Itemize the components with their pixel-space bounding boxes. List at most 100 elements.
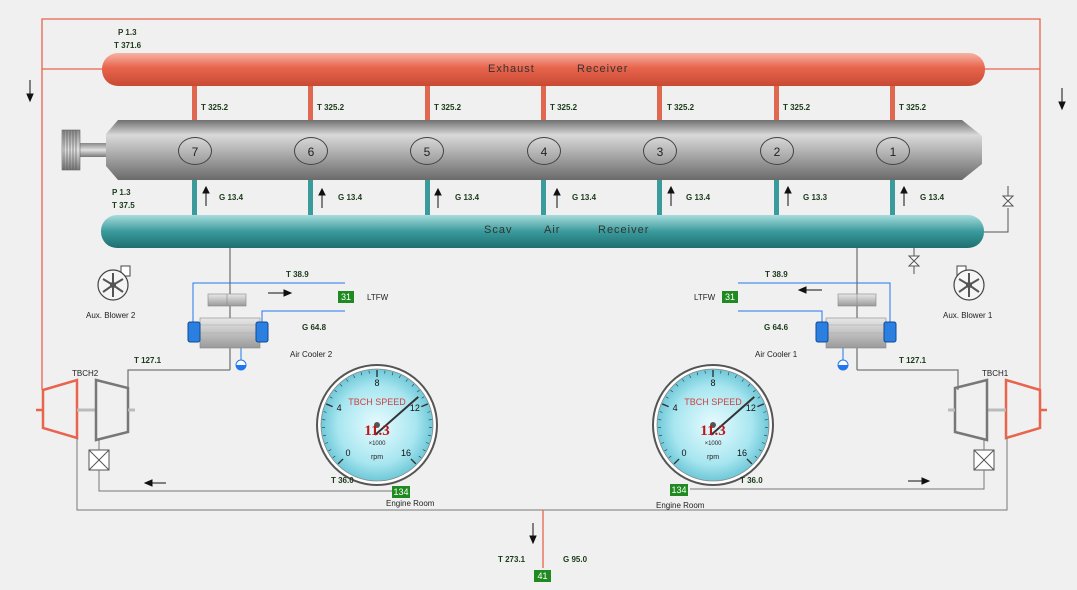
cylinder-number: 5	[423, 145, 431, 159]
scav-flow-cyl-2: G 13.3	[803, 193, 828, 202]
gauge-tick-label: 4	[672, 403, 678, 414]
scav-pressure: P 1.3	[112, 188, 131, 197]
cylinder-number: 3	[656, 145, 664, 159]
exhaust-temp-cyl-6: T 325.2	[317, 103, 345, 112]
air-cooler-1	[815, 293, 897, 371]
flow-arrows-down	[26, 80, 1066, 545]
intake-and-outlet-pipes	[76, 438, 1008, 511]
cylinder-number: 6	[307, 145, 315, 159]
gauge-tick-label: 0	[345, 447, 351, 458]
gauge-unit: rpm	[706, 454, 720, 461]
gauge-title: TBCH SPEED	[684, 397, 742, 407]
gauge-tick-label: 12	[409, 403, 420, 414]
exhaust-temp-cyl-7: T 325.2	[201, 103, 229, 112]
tbch-speed-gauge-right	[652, 364, 774, 486]
exhaust-receiver	[102, 53, 985, 86]
gauge-tick-label: 4	[336, 403, 342, 414]
cylinder-4[interactable]: 4	[527, 137, 561, 165]
cylinder-2[interactable]: 2	[760, 137, 794, 165]
air-cooler-2-label: Air Cooler 2	[290, 350, 333, 359]
scav-flow-arrows	[202, 185, 908, 208]
engine-room-left-temperature: T 36.0	[331, 476, 354, 485]
ltfw-right-label: LTFW	[694, 293, 716, 302]
scav-flow-cyl-6: G 13.4	[338, 193, 363, 202]
exhaust-receiver-label: Exhaust	[488, 63, 535, 75]
cylinder-6[interactable]: 6	[294, 137, 328, 165]
cylinder-number: 4	[540, 145, 548, 159]
scav-receiver-label-3: Receiver	[598, 224, 650, 236]
aux-blower-1-icon	[953, 265, 985, 301]
scav-flow-cyl-3: G 13.4	[686, 193, 711, 202]
outlet-temperature: T 273.1	[498, 555, 526, 564]
cylinder-number: 2	[773, 145, 781, 159]
exhaust-temperature: T 371.6	[114, 41, 142, 50]
cylinder-3[interactable]: 3	[643, 137, 677, 165]
scav-receiver-label-2: Air	[544, 224, 561, 236]
gauge-tick-label: 8	[710, 378, 716, 388]
gauge-needle	[374, 396, 419, 436]
gauge-tick-label: 12	[745, 403, 756, 414]
air-cooler-2-flow: G 64.8	[302, 323, 327, 332]
cylinder-number: 7	[191, 145, 199, 159]
exhaust-risers	[192, 86, 895, 122]
tbch2-label: TBCH2	[72, 369, 99, 378]
exhaust-pressure: P 1.3	[118, 28, 137, 37]
scav-risers	[192, 180, 895, 217]
exhaust-temp-cyl-5: T 325.2	[434, 103, 462, 112]
air-cooler-2	[187, 293, 269, 371]
cylinder-5[interactable]: 5	[410, 137, 444, 165]
scav-flow-cyl-5: G 13.4	[455, 193, 480, 202]
scav-flow-cyl-1: G 13.4	[920, 193, 945, 202]
exhaust-outer-line	[41, 18, 1041, 390]
outlet-value: 41	[534, 570, 551, 582]
gauge-unit: rpm	[370, 454, 384, 461]
gauge-needle	[710, 396, 755, 436]
gauge-tick-label: 16	[736, 447, 747, 458]
scav-flow-cyl-7: G 13.4	[219, 193, 244, 202]
exhaust-temp-cyl-2: T 325.2	[783, 103, 811, 112]
cylinder-number: 1	[889, 145, 897, 159]
gauge-value: 11.3	[700, 423, 726, 439]
scav-receiver-label: Scav	[484, 224, 513, 236]
ltfw-left-value: 31	[338, 291, 354, 303]
engine-room-right-value: 134	[670, 484, 688, 496]
engine-room-right-label: Engine Room	[656, 501, 705, 510]
turbocharger-1	[948, 378, 1047, 442]
air-filter-2	[88, 449, 110, 471]
exhaust-temp-cyl-4: T 325.2	[550, 103, 578, 112]
engine-room-left-label: Engine Room	[386, 499, 435, 508]
tbch-speed-gauge-left	[316, 364, 438, 486]
aux-blower-2-label: Aux. Blower 2	[86, 311, 136, 320]
cylinder-1[interactable]: 1	[876, 137, 910, 165]
air-cooler-1-temperature: T 38.9	[765, 270, 788, 279]
tbch1-label: TBCH1	[982, 369, 1009, 378]
gauge-title: TBCH SPEED	[348, 397, 406, 407]
ltfw-right-value: 31	[722, 291, 738, 303]
scav-flow-cyl-4: G 13.4	[572, 193, 597, 202]
air-cooler-1-flow: G 64.6	[764, 323, 789, 332]
engine-room-right-temperature: T 36.0	[740, 476, 763, 485]
aux-blower-1-label: Aux. Blower 1	[943, 311, 993, 320]
aux-blower-2-icon	[97, 265, 131, 301]
tbch2-temperature: T 127.1	[134, 356, 162, 365]
cylinder-7[interactable]: 7	[178, 137, 212, 165]
gauge-scale: ×1000	[368, 441, 386, 447]
gauge-tick-label: 8	[374, 378, 380, 388]
air-cooler-1-label: Air Cooler 1	[755, 350, 798, 359]
scav-temperature: T 37.5	[112, 201, 135, 210]
scav-air-receiver	[101, 215, 984, 248]
drain-valve	[907, 248, 921, 274]
tbch1-temperature: T 127.1	[899, 356, 927, 365]
exhaust-temp-cyl-3: T 325.2	[667, 103, 695, 112]
scav-relief-valve	[984, 186, 1015, 233]
gauge-scale: ×1000	[704, 441, 722, 447]
turbocharger-2	[36, 378, 135, 442]
exhaust-receiver-label-2: Receiver	[577, 63, 629, 75]
exhaust-temp-cyl-1: T 325.2	[899, 103, 927, 112]
gauge-tick-label: 16	[400, 447, 411, 458]
outlet-flow: G 95.0	[563, 555, 588, 564]
air-filter-1	[973, 449, 995, 471]
gauge-value: 11.3	[364, 423, 390, 439]
